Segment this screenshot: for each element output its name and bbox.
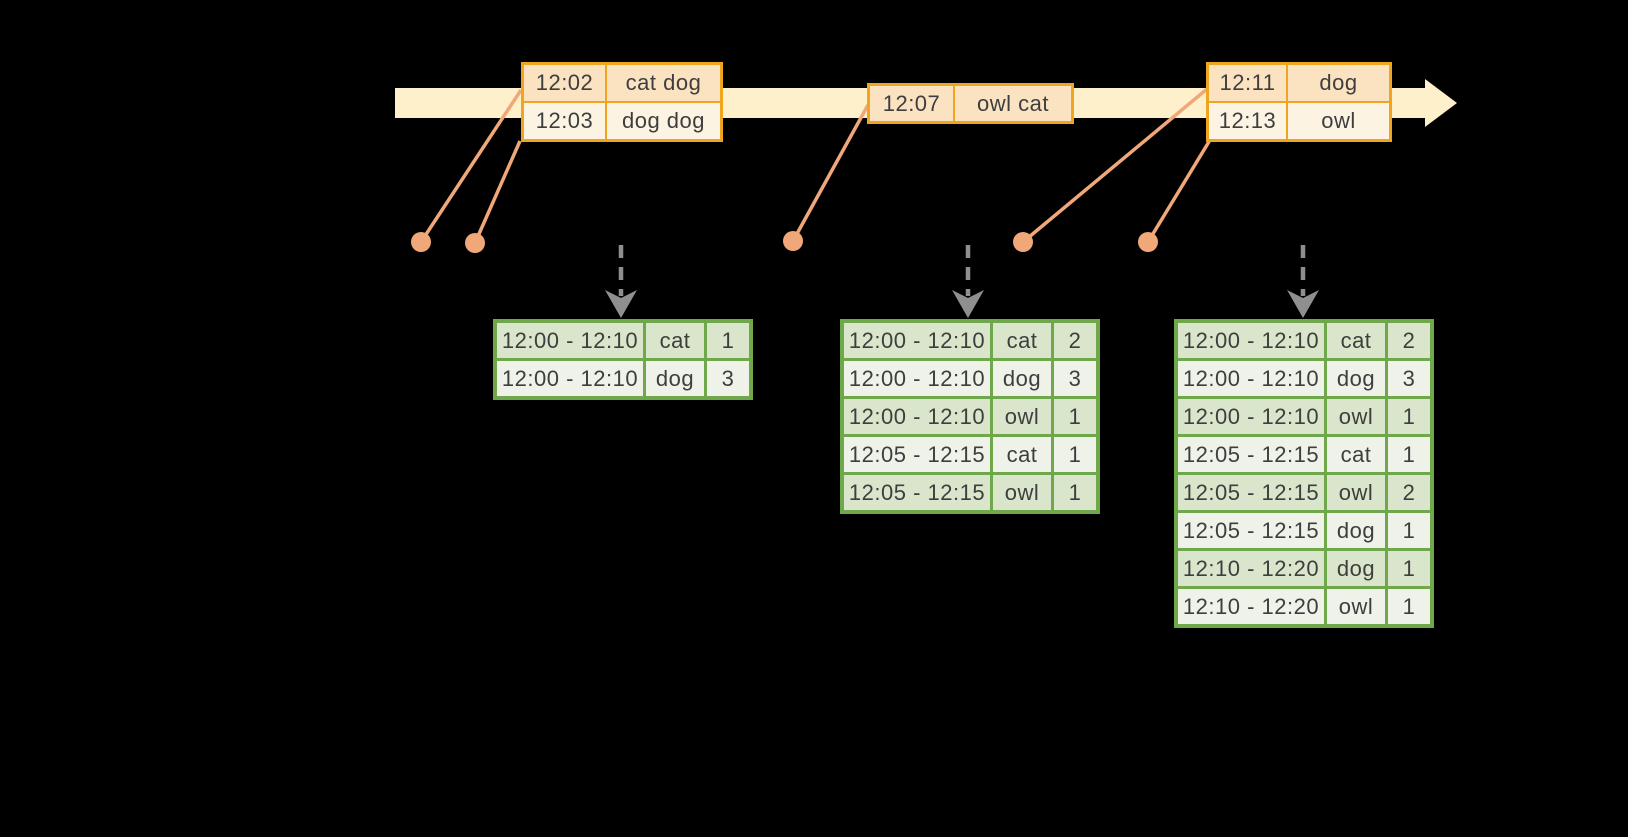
count-cell: 2: [1388, 475, 1430, 510]
word-cell: cat: [993, 437, 1051, 472]
event-words-cell: owl cat: [955, 86, 1071, 121]
down-arrowhead-icon: [952, 290, 984, 318]
window-count-table-3: 12:00 - 12:10 cat 2 12:00 - 12:10 dog 3 …: [1174, 319, 1434, 628]
word-cell: cat: [1327, 437, 1385, 472]
word-cell: owl: [1327, 589, 1385, 624]
window-cell: 12:00 - 12:10: [497, 361, 643, 396]
event-dots: [411, 231, 1158, 253]
count-cell: 1: [1388, 513, 1430, 548]
event-dot: [465, 233, 485, 253]
window-cell: 12:05 - 12:15: [1178, 475, 1324, 510]
count-cell: 3: [1054, 361, 1096, 396]
word-cell: dog: [993, 361, 1051, 396]
event-time-cell: 12:02: [524, 65, 605, 101]
count-cell: 3: [707, 361, 749, 396]
window-cell: 12:05 - 12:15: [844, 475, 990, 510]
event-words-cell: cat dog: [607, 65, 720, 101]
event-words-cell: dog: [1288, 65, 1389, 101]
window-cell: 12:00 - 12:10: [1178, 361, 1324, 396]
event-time-cell: 12:03: [524, 103, 605, 139]
event-connector-lines: [419, 87, 1212, 244]
window-count-table-2: 12:00 - 12:10 cat 2 12:00 - 12:10 dog 3 …: [840, 319, 1100, 514]
event-time-cell: 12:11: [1209, 65, 1286, 101]
event-dot: [783, 231, 803, 251]
word-cell: dog: [646, 361, 704, 396]
event-words-cell: owl: [1288, 103, 1389, 139]
count-cell: 2: [1388, 323, 1430, 358]
trigger-arrows: [605, 245, 1319, 318]
event-words-cell: dog dog: [607, 103, 720, 139]
event-box-2: 12:07 owl cat: [867, 83, 1074, 124]
window-cell: 12:00 - 12:10: [497, 323, 643, 358]
event-time-cell: 12:07: [870, 86, 953, 121]
count-cell: 1: [1388, 399, 1430, 434]
word-cell: dog: [1327, 361, 1385, 396]
count-cell: 1: [1054, 437, 1096, 472]
count-cell: 1: [1388, 589, 1430, 624]
window-cell: 12:05 - 12:15: [844, 437, 990, 472]
window-cell: 12:00 - 12:10: [1178, 399, 1324, 434]
count-cell: 1: [1054, 475, 1096, 510]
event-dot: [411, 232, 431, 252]
window-cell: 12:10 - 12:20: [1178, 551, 1324, 586]
down-arrowhead-icon: [605, 290, 637, 318]
word-cell: owl: [1327, 399, 1385, 434]
count-cell: 1: [707, 323, 749, 358]
down-arrowhead-icon: [1287, 290, 1319, 318]
word-cell: cat: [993, 323, 1051, 358]
word-cell: owl: [993, 475, 1051, 510]
event-dot: [1138, 232, 1158, 252]
window-cell: 12:00 - 12:10: [844, 323, 990, 358]
event-dot: [1013, 232, 1033, 252]
count-cell: 1: [1054, 399, 1096, 434]
window-cell: 12:00 - 12:10: [844, 361, 990, 396]
word-cell: cat: [646, 323, 704, 358]
timeline-arrowhead-icon: [1425, 79, 1457, 127]
count-cell: 2: [1054, 323, 1096, 358]
window-cell: 12:05 - 12:15: [1178, 513, 1324, 548]
word-cell: owl: [1327, 475, 1385, 510]
event-box-1: 12:02 cat dog 12:03 dog dog: [521, 62, 723, 142]
count-cell: 1: [1388, 551, 1430, 586]
window-cell: 12:00 - 12:10: [1178, 323, 1324, 358]
word-cell: dog: [1327, 551, 1385, 586]
event-box-3: 12:11 dog 12:13 owl: [1206, 62, 1392, 142]
window-cell: 12:05 - 12:15: [1178, 437, 1324, 472]
word-cell: dog: [1327, 513, 1385, 548]
window-cell: 12:00 - 12:10: [844, 399, 990, 434]
event-time-cell: 12:13: [1209, 103, 1286, 139]
word-cell: owl: [993, 399, 1051, 434]
window-count-table-1: 12:00 - 12:10 cat 1 12:00 - 12:10 dog 3: [493, 319, 753, 400]
word-cell: cat: [1327, 323, 1385, 358]
window-cell: 12:10 - 12:20: [1178, 589, 1324, 624]
count-cell: 1: [1388, 437, 1430, 472]
count-cell: 3: [1388, 361, 1430, 396]
